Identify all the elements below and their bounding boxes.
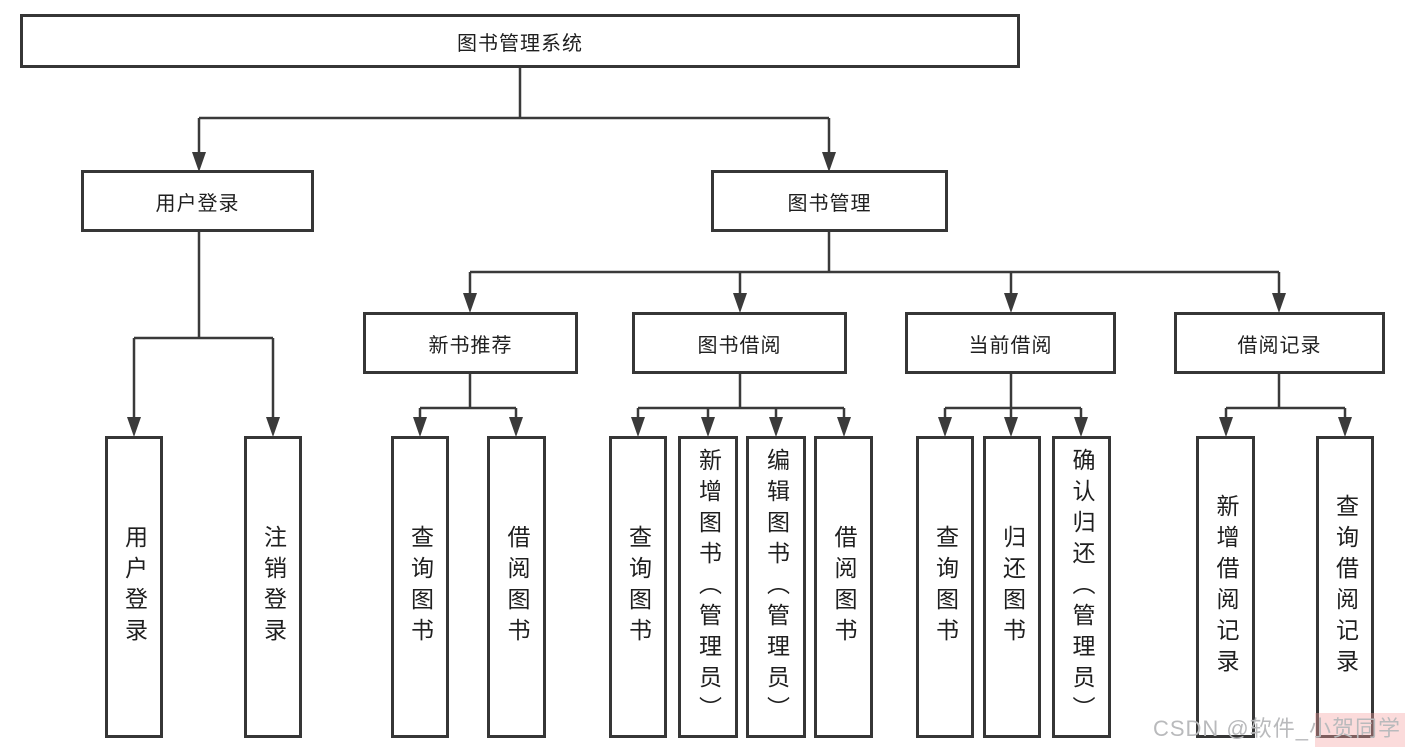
leaf-add-books-admin: 新增图书（管理员）: [678, 436, 738, 738]
connector-new-book-to-leaves: [413, 374, 523, 437]
leaf-edit-books-admin: 编辑图书（管理员）: [746, 436, 806, 738]
connector-current-borrow-to-leaves: [938, 374, 1088, 437]
leaf-query-books-current: 查询图书: [916, 436, 974, 738]
node-borrowing-records: 借阅记录: [1174, 312, 1385, 374]
corner-tint: [1315, 713, 1405, 747]
connector-borrow-records-to-leaves: [1219, 374, 1352, 437]
leaf-add-borrow-record: 新增借阅记录: [1196, 436, 1255, 738]
connector-book-management-to-level3: [463, 232, 1286, 313]
leaf-query-books-recommend: 查询图书: [391, 436, 449, 738]
leaf-user-login: 用户登录: [105, 436, 163, 738]
node-book-borrowing: 图书借阅: [632, 312, 847, 374]
connector-user-login-to-leaves: [127, 232, 280, 437]
leaf-query-borrow-record: 查询借阅记录: [1316, 436, 1374, 738]
leaf-logout: 注销登录: [244, 436, 302, 738]
node-new-book-recommendation: 新书推荐: [363, 312, 578, 374]
leaf-return-books: 归还图书: [983, 436, 1041, 738]
leaf-borrow-books-recommend: 借阅图书: [487, 436, 546, 738]
node-library-management-system: 图书管理系统: [20, 14, 1020, 68]
leaf-confirm-return-admin: 确认归还（管理员）: [1052, 436, 1111, 738]
csdn-watermark: CSDN @软件_小贺同学: [1152, 716, 1401, 741]
leaf-borrow-books: 借阅图书: [814, 436, 873, 738]
connector-root-to-level2: [192, 68, 836, 172]
node-current-borrowing: 当前借阅: [905, 312, 1116, 374]
leaf-query-books-borrow: 查询图书: [609, 436, 667, 738]
connector-book-borrow-to-leaves: [631, 374, 851, 437]
node-user-login: 用户登录: [81, 170, 314, 232]
node-book-management: 图书管理: [711, 170, 948, 232]
